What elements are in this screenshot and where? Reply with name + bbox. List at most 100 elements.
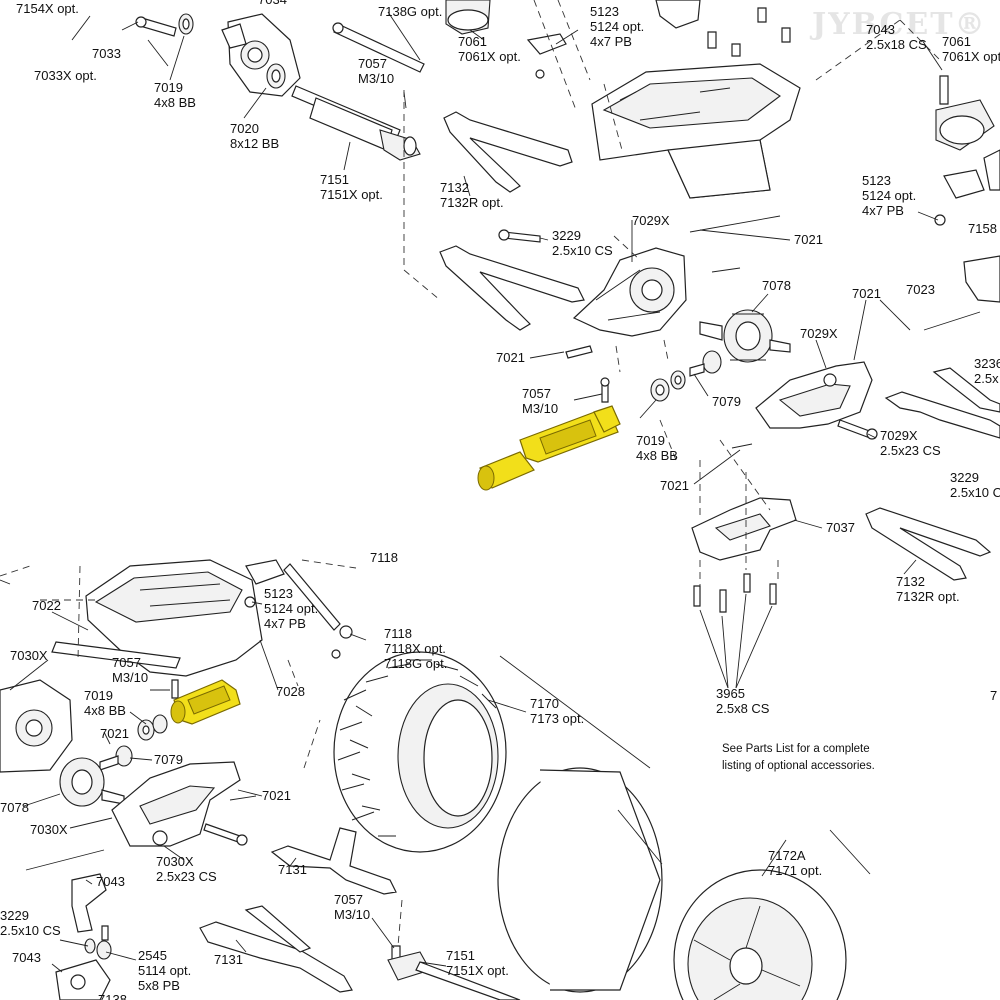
part-label-line: M3/10 <box>522 401 558 416</box>
pinion-7079-bottom <box>99 745 133 771</box>
part-label-line: 5123 <box>590 4 619 19</box>
part-label-line: 2.5x10 CS <box>552 243 613 258</box>
part-label-line: 7021 <box>794 232 823 247</box>
part-label-7029x: 7029X <box>800 326 838 341</box>
pinion-gear-7079 <box>689 350 722 377</box>
part-label-7043: 7043 <box>96 874 125 889</box>
part-label-line: 7118G opt. <box>384 656 447 671</box>
part-label-7030x: 7030X <box>30 822 68 837</box>
part-label-line: 2545 <box>138 948 167 963</box>
linkage-7118 <box>283 563 353 659</box>
part-label-line: 7057 <box>334 892 363 907</box>
lower-arm-7132 <box>439 245 585 331</box>
stub-shaft-7138 <box>332 22 425 73</box>
part-label-7022: 7022 <box>32 598 61 613</box>
part-label-line: 7021 <box>660 478 689 493</box>
part-label-line: 3229 <box>552 228 581 243</box>
front-skid-plate <box>85 559 263 677</box>
part-label-7043: 7043 <box>12 950 41 965</box>
part-label-line: 5124 opt. <box>862 188 916 203</box>
gearbox-7030X-lower <box>111 761 241 847</box>
bulkhead-7037 <box>691 497 797 561</box>
part-label-line: 7078 <box>0 800 29 815</box>
pin-7033 <box>135 16 177 37</box>
part-label-line: 5124 opt. <box>264 601 318 616</box>
part-label-line: 2.5x10 CS <box>0 923 61 938</box>
bracket-7023 <box>963 255 1000 303</box>
part-label-line: 7033 <box>92 46 121 61</box>
pins-7021-upper <box>689 215 781 273</box>
part-label-line: 7030X <box>10 648 48 663</box>
part-label-line: 2.5x23 CS <box>880 443 941 458</box>
part-label-line: 4x7 PB <box>862 203 904 218</box>
part-label-7158: 7158 <box>968 221 997 236</box>
part-label-line: 7057 <box>522 386 551 401</box>
part-label-line: 7043 <box>96 874 125 889</box>
part-label-line: 7151 <box>446 948 475 963</box>
pin-7021-right <box>923 311 981 331</box>
part-label-line: 5123 <box>264 586 293 601</box>
part-label-line: 7019 <box>154 80 183 95</box>
part-label-line: 7019 <box>84 688 113 703</box>
parts-list-note-line1: See Parts List for a complete <box>722 743 870 755</box>
part-label-7078: 7078 <box>762 278 791 293</box>
part-label-line: 7118 <box>370 550 398 565</box>
brace-7022 <box>51 641 181 669</box>
watermark-logo: JYBCET® <box>809 7 987 42</box>
part-label-line: 7022 <box>32 598 61 613</box>
part-label-line: 7132R opt. <box>440 195 504 210</box>
part-label-line: 7138 <box>98 992 127 1000</box>
screw-7057-bottom <box>171 679 179 699</box>
part-label-line: 2.5x10 C <box>950 485 1000 500</box>
lower-arm-7132-right <box>865 507 992 581</box>
axle-driveshaft-7151 <box>291 85 421 161</box>
shock-7061-right <box>935 75 995 151</box>
part-label-line: 7138G opt. <box>378 4 442 19</box>
parts-list-note-line2: listing of optional accessories. <box>722 760 875 772</box>
part-label-line: 5114 opt. <box>138 963 191 978</box>
pin-7021-mid <box>731 443 753 449</box>
part-label-line: 4x7 PB <box>264 616 306 631</box>
part-label-line: 7019 <box>636 433 665 448</box>
part-label-line: 7037 <box>826 520 855 535</box>
part-label-7138gopt: 7138G opt. <box>378 4 442 19</box>
rod-end-5123-top <box>526 33 567 79</box>
part-label-line: 7030X <box>30 822 68 837</box>
part-label-7029x: 7029X <box>632 213 670 228</box>
part-label-line: 7131 <box>214 952 243 967</box>
part-label-line: 2.5x18 CS <box>866 37 927 52</box>
part-label-line: 7057 <box>358 56 387 71</box>
part-label-7021: 7021 <box>852 286 881 301</box>
differential-7078-bottom <box>59 757 125 807</box>
front-driveshaft-highlighted <box>170 679 241 725</box>
part-label-7021: 7021 <box>100 726 129 741</box>
part-label-line: 7132R opt. <box>896 589 960 604</box>
foam-insert <box>497 767 663 993</box>
part-label-line: 4x8 BB <box>636 448 678 463</box>
rear-hub-carrier <box>221 13 301 97</box>
bearings-7019-bottom <box>137 714 168 741</box>
part-label-line: 8x12 BB <box>230 136 279 151</box>
part-label-line: 7043 <box>12 950 41 965</box>
part-label-line: 2.5x <box>974 371 999 386</box>
part-label-line: 7079 <box>154 752 183 767</box>
shock-7061-top <box>445 0 491 35</box>
